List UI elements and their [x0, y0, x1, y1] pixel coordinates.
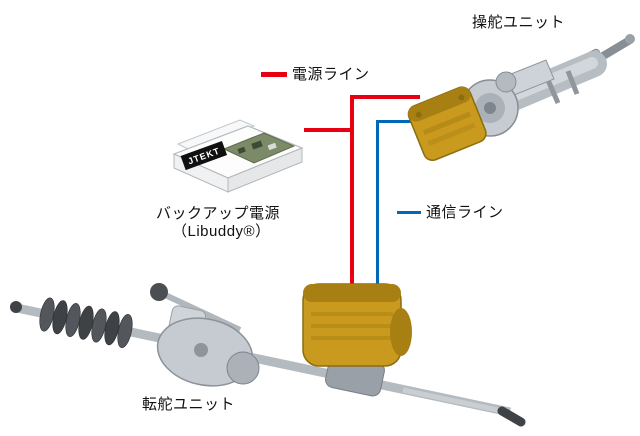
- backup-power-label-line2: （Libuddy®）: [172, 223, 271, 240]
- power-line-legend-swatch: [261, 72, 287, 77]
- steering-unit-label: 操舵ユニット: [472, 14, 566, 31]
- turning-unit-image: [10, 283, 526, 427]
- backup-power-image: JTEKT: [172, 119, 304, 193]
- comm-line-steering-segment: [376, 120, 428, 123]
- turning-motor: [302, 283, 412, 367]
- backup-power-label-line1: バックアップ電源: [156, 205, 281, 222]
- steering-motor: [407, 86, 487, 162]
- turning-unit-label: 転舵ユニット: [142, 396, 236, 413]
- pcb-board: [222, 132, 296, 164]
- power-line-vertical-segment: [350, 95, 354, 308]
- steering-unit-image: [407, 34, 635, 162]
- power-line-backup-segment: [304, 128, 352, 132]
- comm-line-legend-swatch: [397, 211, 421, 214]
- comm-line-label: 通信ライン: [426, 204, 504, 221]
- power-line-label: 電源ライン: [292, 66, 370, 83]
- comm-line-vertical-segment: [376, 120, 379, 304]
- power-line-steering-segment: [350, 95, 420, 99]
- rack-boot: [39, 297, 133, 348]
- brand-label-plate: [180, 140, 228, 171]
